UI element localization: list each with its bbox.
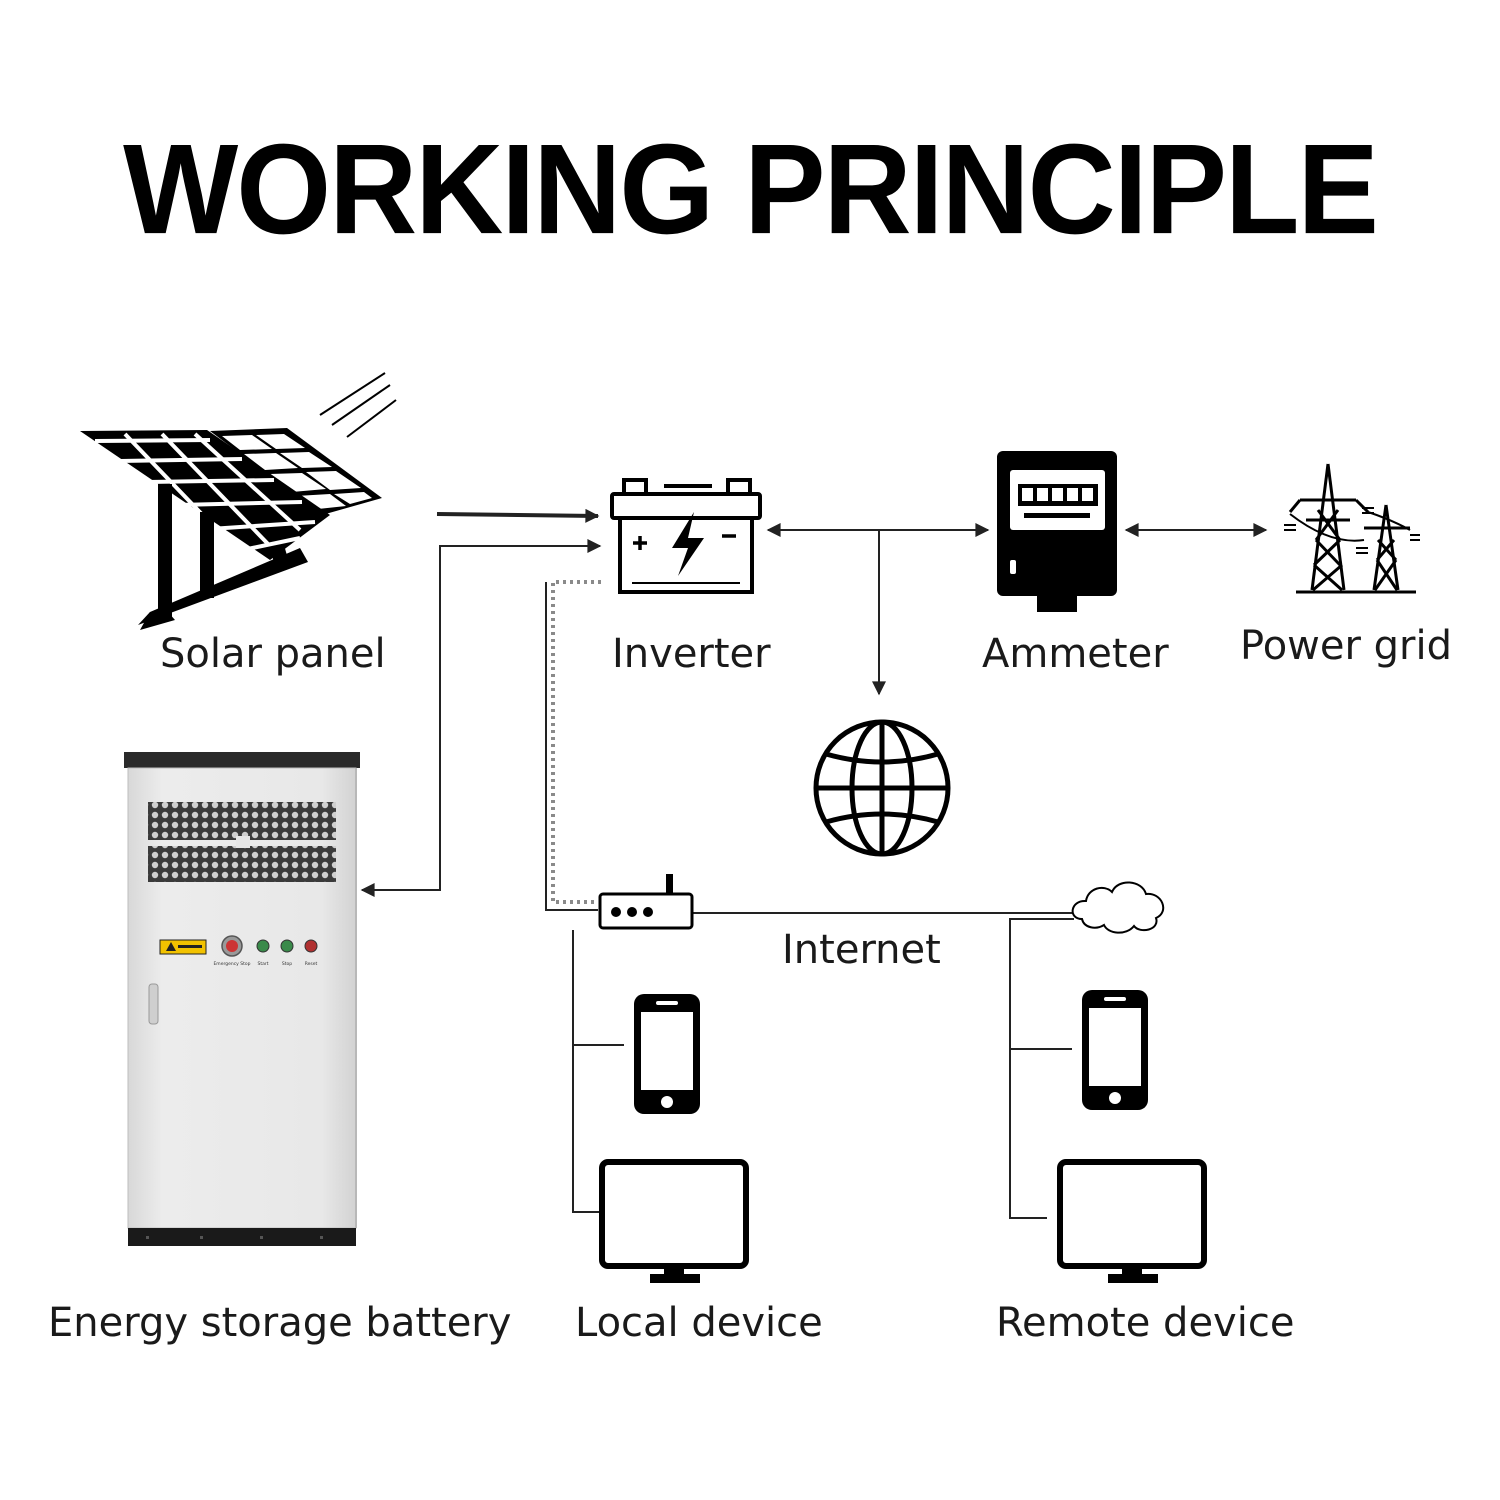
- label-energy-storage-battery: Energy storage battery: [48, 1300, 512, 1346]
- local-monitor-icon: [599, 1159, 749, 1283]
- cabinet-emergency-stop-button[interactable]: [221, 935, 243, 957]
- local-smartphone-icon: [634, 994, 700, 1114]
- inverter-battery-icon: [610, 478, 762, 594]
- power-grid-tower-icon: [1284, 463, 1420, 594]
- page-title: WORKING PRINCIPLE: [123, 117, 1379, 261]
- cabinet-btn-label-3: Reset: [305, 961, 318, 967]
- label-inverter: Inverter: [612, 631, 771, 677]
- label-local-device: Local device: [575, 1300, 823, 1346]
- label-power-grid: Power grid: [1240, 623, 1452, 669]
- solar-panel-icon: [80, 372, 397, 630]
- remote-monitor-icon: [1057, 1159, 1207, 1283]
- globe-icon: [813, 719, 951, 857]
- label-internet: Internet: [782, 927, 941, 973]
- label-solar-panel: Solar panel: [160, 631, 386, 677]
- ammeter-icon: [997, 451, 1117, 612]
- remote-smartphone-icon: [1082, 990, 1148, 1110]
- energy-storage-cabinet: Emergency Stop Start Stop Reset: [124, 752, 360, 1246]
- cabinet-btn-label-1: Start: [258, 961, 269, 967]
- cabinet-stop-button[interactable]: [280, 939, 294, 953]
- label-ammeter: Ammeter: [982, 631, 1169, 677]
- power-flow-lines: [360, 508, 1268, 1219]
- router-icon: [598, 874, 694, 930]
- label-remote-device: Remote device: [996, 1300, 1295, 1346]
- cabinet-btn-label-2: Stop: [282, 961, 292, 967]
- cloud-icon: [1071, 881, 1165, 934]
- cabinet-reset-button[interactable]: [304, 939, 318, 953]
- cabinet-start-button[interactable]: [256, 939, 270, 953]
- cabinet-btn-label-0: Emergency Stop: [213, 961, 250, 967]
- cabinet-door-handle[interactable]: [148, 983, 159, 1025]
